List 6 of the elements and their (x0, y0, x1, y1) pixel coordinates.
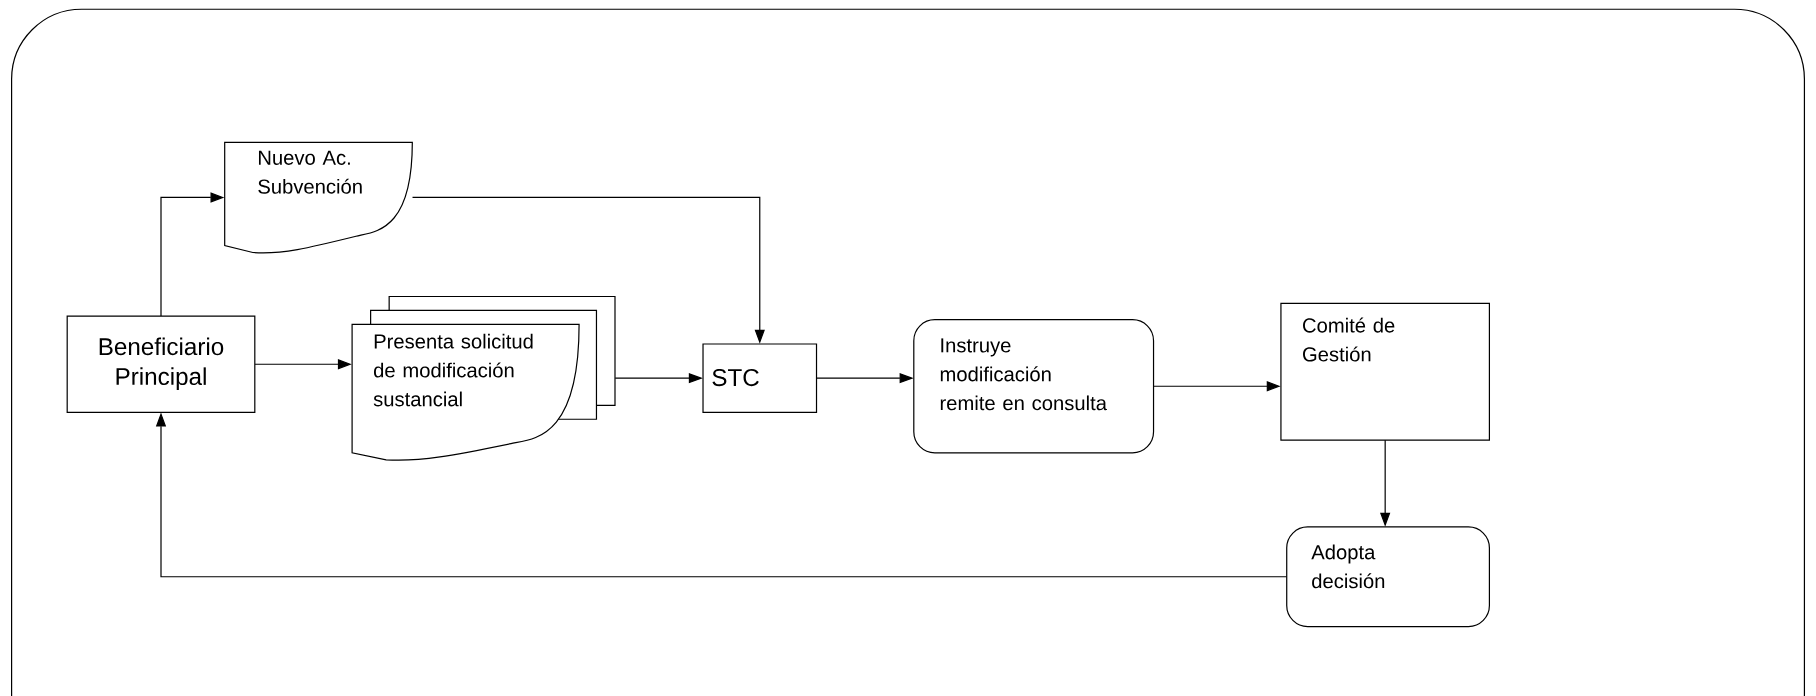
process-box: STC (702, 343, 818, 413)
process-box: Beneficiario Principal (66, 315, 256, 413)
rounded-box: Adopta decisión (1286, 526, 1490, 628)
rounded-box: Instruye modificación remite en consulta (913, 319, 1155, 454)
process-box: Comité de Gestión (1280, 302, 1490, 441)
document-stack: Presenta solicitud de modificación sustancial (351, 295, 616, 461)
